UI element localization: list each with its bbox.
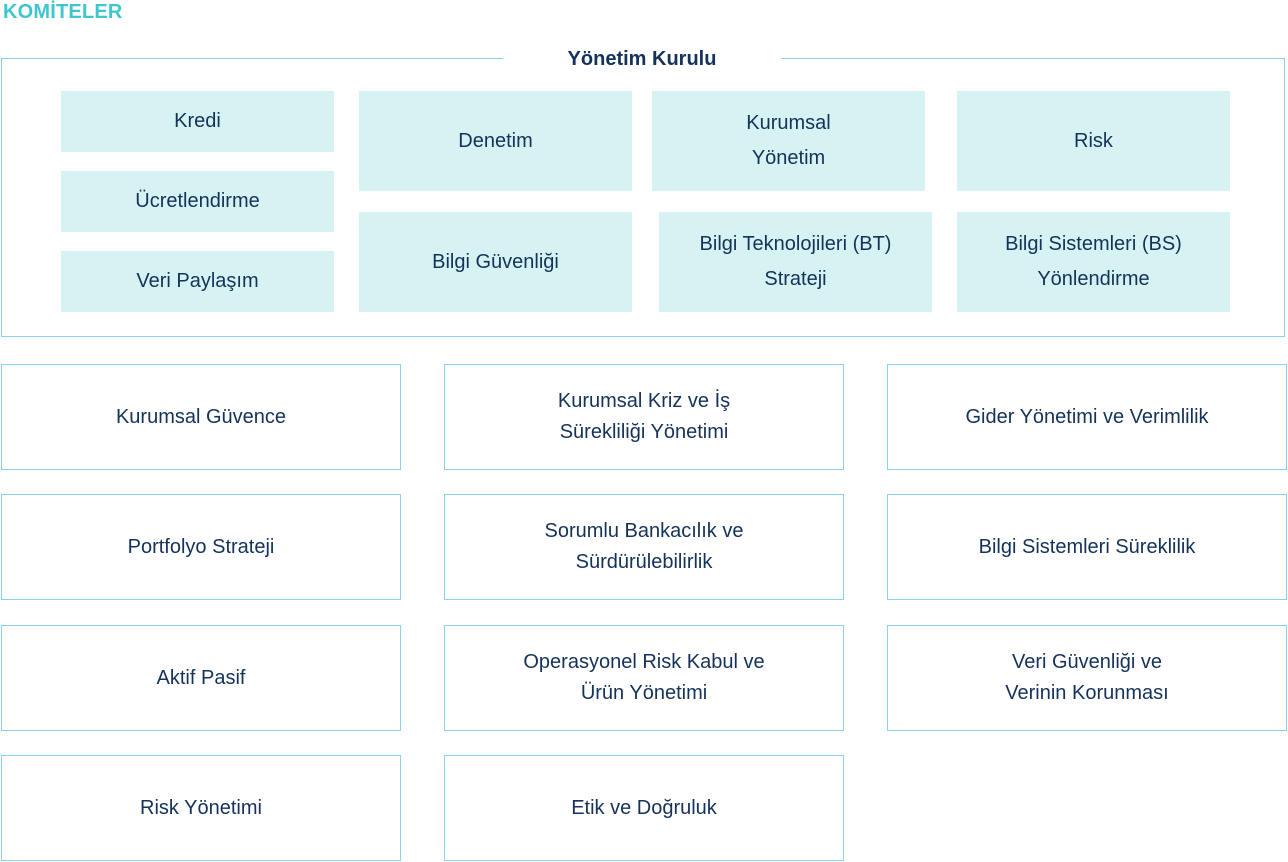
subcommittee-denetim: Denetim (359, 91, 632, 191)
committee-kurumsal-guvence: Kurumsal Güvence (1, 364, 401, 470)
subcommittee-ucretlendirme: Ücretlendirme (61, 171, 334, 232)
committee-etik-dogruluk: Etik ve Doğruluk (444, 755, 844, 861)
committee-gider-yonetimi: Gider Yönetimi ve Verimlilik (887, 364, 1287, 470)
board-title: Yönetim Kurulu (567, 47, 717, 70)
subcommittee-risk: Risk (957, 91, 1230, 191)
committee-kriz-is-surekliligi: Kurumsal Kriz ve İş Sürekliliği Yönetimi (444, 364, 844, 470)
subcommittee-bt-strateji: Bilgi Teknolojileri (BT) Strateji (659, 212, 932, 312)
committee-operasyonel-risk: Operasyonel Risk Kabul ve Ürün Yönetimi (444, 625, 844, 731)
committee-bs-sureklilik: Bilgi Sistemleri Süreklilik (887, 494, 1287, 600)
committee-risk-yonetimi: Risk Yönetimi (1, 755, 401, 861)
subcommittee-bilgi-guvenligi: Bilgi Güvenliği (359, 212, 632, 312)
committee-sorumlu-bankacilik: Sorumlu Bankacılık ve Sürdürülebilirlik (444, 494, 844, 600)
subcommittee-bs-yonlendirme: Bilgi Sistemleri (BS) Yönlendirme (957, 212, 1230, 312)
committee-veri-guvenligi: Veri Güvenliği ve Verinin Korunması (887, 625, 1287, 731)
subcommittee-kurumsal-yonetim: Kurumsal Yönetim (652, 91, 925, 191)
committee-aktif-pasif: Aktif Pasif (1, 625, 401, 731)
subcommittee-kredi: Kredi (61, 91, 334, 152)
section-title: KOMİTELER (3, 1, 123, 23)
committee-portfolyo-strateji: Portfolyo Strateji (1, 494, 401, 600)
subcommittee-veri-paylasim: Veri Paylaşım (61, 251, 334, 312)
board-title-wrap: Yönetim Kurulu (503, 45, 781, 73)
